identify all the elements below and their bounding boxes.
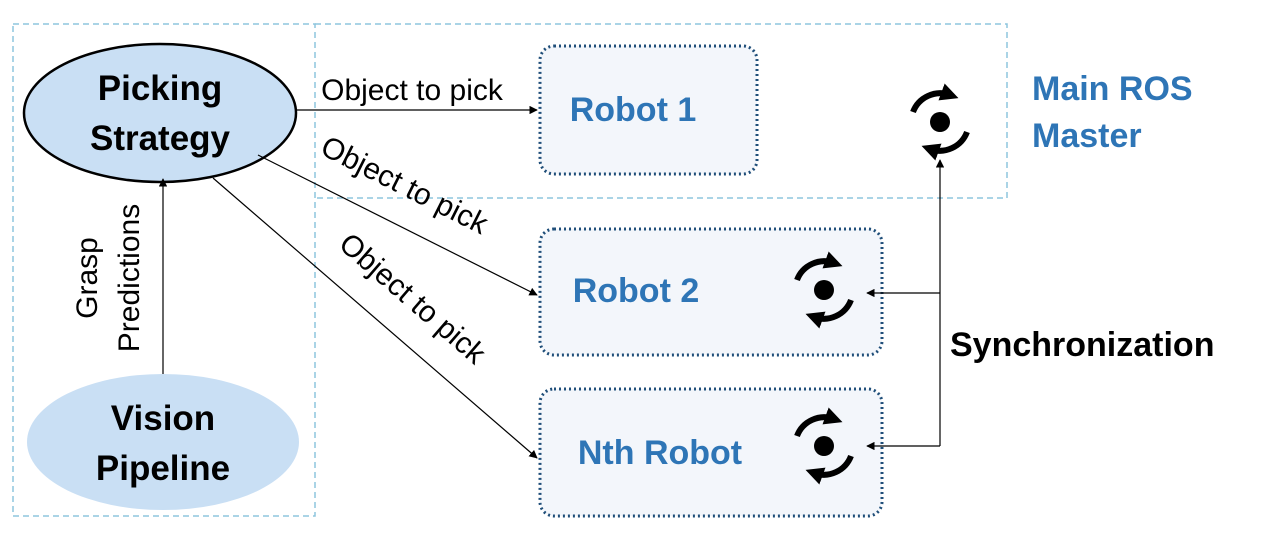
- robot-n-label: Nth Robot: [578, 434, 742, 472]
- robot-1-box: [538, 44, 759, 176]
- ros-sync-icon: [913, 93, 967, 150]
- picking-strategy-label-line2: Strategy: [90, 119, 231, 158]
- synchronization-label: Synchronization: [950, 326, 1214, 364]
- main-ros-master-label-line2: Master: [1032, 117, 1142, 155]
- edge-label-grasp-line2: Predictions: [113, 204, 146, 352]
- robot-n-box: [538, 387, 884, 518]
- edge-label-grasp-line1: Grasp: [71, 237, 104, 319]
- edge-label-to-robot-n: Object to pick: [333, 227, 493, 371]
- edge-to-robot-n: [212, 177, 538, 459]
- vision-pipeline-label-line1: Vision: [111, 399, 215, 438]
- robot-2-box: [538, 227, 884, 357]
- left-region-outline: [12, 23, 316, 517]
- robot-1-label: Robot 1: [570, 91, 697, 129]
- vision-pipeline-label-line2: Pipeline: [96, 449, 230, 488]
- main-master-region-outline: [315, 23, 1008, 199]
- main-ros-master-label-line1: Main ROS: [1032, 70, 1193, 108]
- picking-strategy-node: [22, 42, 298, 184]
- edge-to-robot-2: [257, 154, 538, 296]
- robot-2-label: Robot 2: [573, 272, 700, 310]
- edge-label-to-robot-2: Object to pick: [316, 130, 494, 241]
- vision-pipeline-node: [27, 374, 299, 510]
- edge-label-to-robot-1: Object to pick: [321, 74, 504, 107]
- picking-strategy-label-line1: Picking: [98, 69, 222, 108]
